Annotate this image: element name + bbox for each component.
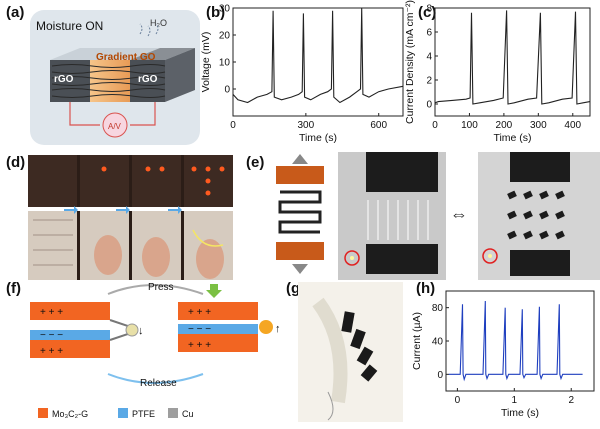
panel-label-d: (d) [6,154,26,171]
x-tick-label: 1 [512,395,518,406]
current-up-arrow: ↑ [275,323,281,335]
rgo-right-block [130,60,165,102]
y-axis-label: Current (µA) [411,312,423,370]
panel-label-a: (a) [6,4,25,21]
circuit-wires [69,102,156,126]
y-tick-label: 4 [426,52,432,63]
x-tick-label: 200 [496,120,513,131]
serpentine-schematic [276,154,324,274]
press-label: Press [148,282,174,293]
moisture-schematic: Moisture ON H₂O Gradient GO rGO rGO A/V [30,10,200,145]
double-arrow-icon: ⇔ [450,204,468,224]
series-line-0 [434,10,591,105]
series-line-0 [232,7,404,104]
y-tick-label: 20 [219,31,231,42]
y-tick-label: 8 [426,4,432,15]
flexible-device-photo [298,282,403,422]
block-top [50,48,160,60]
x-axis-label: Time (s) [501,407,539,419]
teng-schematic: + + + − − − + + + ↓ Press Release + + + … [30,282,281,419]
left-bottom-charges: + + + [40,346,63,357]
vapor-icon [139,23,159,37]
device-strips [341,311,378,382]
y-tick-label: 2 [426,76,432,87]
y-tick-label: 80 [432,303,444,314]
plot-frame [445,290,595,392]
meter-icon [102,112,128,138]
arrow-icons [64,206,182,214]
y-tick-label: 10 [219,58,231,69]
right-ptfe-charges: − − − [188,324,211,335]
teng-legend: Mo₃C₂-G PTFE Cu [38,408,194,419]
teng-left: + + + − − − + + + ↓ [30,302,144,358]
y-tick-label: 40 [432,337,444,348]
led-array-photos [28,155,233,280]
photo-stretched [478,152,600,280]
plot-frame [232,7,404,117]
led-glow [101,166,225,196]
x-tick-label: 400 [564,120,581,131]
plot-frame [434,7,591,117]
x-axis-label: Time (s) [493,132,531,144]
panel-label-b: (b) [206,4,226,21]
left-ptfe-charges: − − − [40,330,63,341]
press-force-icon [206,284,222,298]
panel-label-c: (c) [418,4,437,21]
y-axis-label: Current Density (mA cm⁻²) [404,0,416,124]
x-tick-label: 100 [461,120,478,131]
rgo-left-label: rGO [54,74,74,85]
x-tick-label: 0 [432,120,438,131]
panel-label-f: (f) [6,280,21,297]
y-tick-label: 6 [426,28,432,39]
y-tick-label: 0 [437,370,443,381]
y-tick-label: 30 [219,4,231,15]
gradient-go-label: Gradient GO [96,52,156,63]
release-label: Release [140,378,177,389]
schematic-title: Moisture ON [36,19,103,33]
y-tick-label: 0 [224,85,230,96]
right-top-charges: + + + [188,307,211,318]
legend-mo3c2g: Mo₃C₂-G [52,409,88,419]
stretchable-circuit-photos: ⇔ [276,152,600,280]
legend-cu: Cu [182,409,194,419]
series-line-0 [448,300,583,382]
x-tick-label: 300 [298,120,315,131]
h2o-label: H₂O [150,18,167,28]
x-tick-label: 0 [230,120,236,131]
y-axis-label: Voltage (mV) [200,32,212,93]
photo-relaxed [338,152,446,280]
x-axis-label: Time (s) [299,132,337,144]
x-tick-label: 0 [455,395,461,406]
finger-touches [94,229,224,279]
meter-label: A/V [108,122,122,131]
panel-label-h: (h) [416,280,436,297]
legend-ptfe: PTFE [132,409,155,419]
x-tick-label: 2 [568,395,574,406]
release-arrow [107,373,204,384]
layer-lines [51,64,166,98]
left-top-charges: + + + [40,307,63,318]
panel-label-e: (e) [246,154,265,171]
x-tick-label: 300 [530,120,547,131]
x-tick-label: 600 [370,120,387,131]
rgo-right-label: rGO [138,74,158,85]
teng-right: + + + − − − + + + ↑ [178,302,281,352]
rgo-left-block [50,60,90,102]
y-tick-label: 0 [426,100,432,111]
current-down-arrow: ↓ [138,325,144,337]
press-arrow [107,284,204,295]
right-bottom-charges: + + + [188,340,211,351]
